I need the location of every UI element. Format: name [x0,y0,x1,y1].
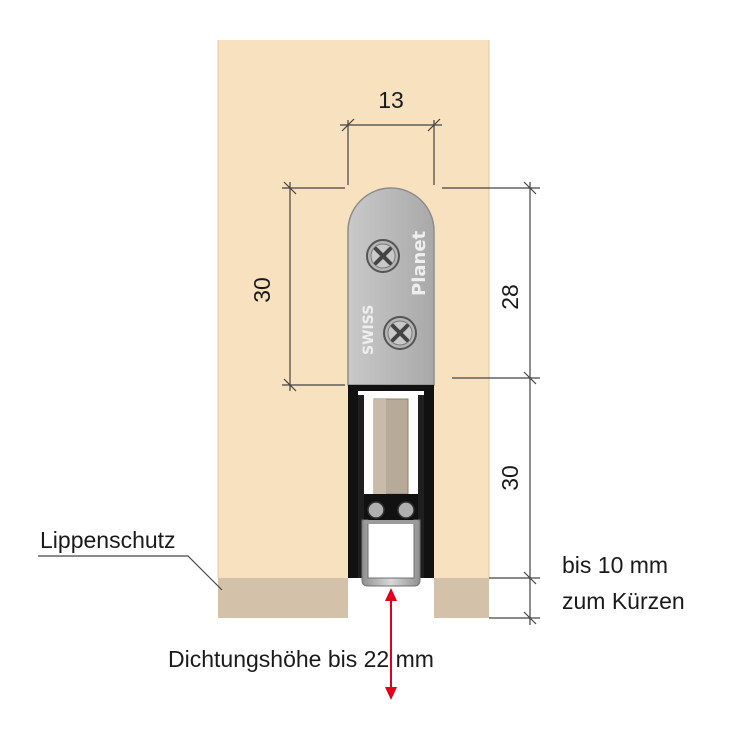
dim-28-value: 28 [497,284,523,310]
screw-lower-icon [383,316,417,350]
dimension-lines [38,118,540,625]
dim-right-tick-middle [523,371,537,385]
dim-13-tick-left [341,118,355,132]
lip-protection-label: Lippenschutz [40,527,176,553]
dim-30-right-value: 30 [497,465,523,491]
dim-right-tick-lower [523,571,537,585]
dim-30-left-tick-bottom [283,378,297,392]
screw-upper-icon [366,239,400,273]
seal-lip-top [364,520,418,524]
brand-swiss: SWISS [361,305,377,355]
shortening-line2: zum Kürzen [562,588,685,614]
shortening-line1: bis 10 mm [562,552,668,578]
brand-planet: Planet [409,230,430,296]
dim-right-tick-bottom [523,611,537,625]
lip-protection-leader [38,555,223,591]
seal-clip [364,494,418,520]
seal-profile-housing [348,385,434,578]
seal-travel-arrow-icon [385,588,397,700]
dim-right-tick-top [523,181,537,195]
dim-30-left-tick-top [283,181,297,195]
seal-carriage-highlight [374,399,386,494]
lip-protection-left [218,578,348,618]
seal-height-label: Dichtungshöhe bis 22 mm [168,646,434,672]
dim-13-tick-right [427,118,441,132]
dim-13-value: 13 [378,87,404,113]
dim-30-left-value: 30 [249,277,275,303]
lip-protection-right [434,578,489,618]
